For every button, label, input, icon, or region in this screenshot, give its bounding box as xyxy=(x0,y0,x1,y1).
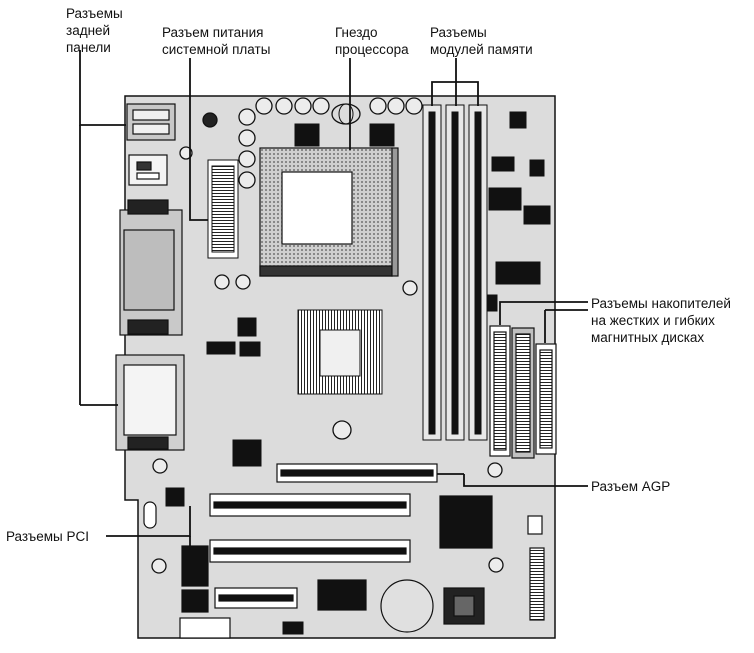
agp-slot xyxy=(276,463,438,483)
label-pci: Разъемы PCI xyxy=(6,529,89,544)
power-connector xyxy=(207,159,239,259)
capacitors xyxy=(151,97,504,574)
voltage-regulators xyxy=(232,123,395,467)
label-memory: Разъемы модулей памяти xyxy=(430,25,533,57)
label-agp: Разъем AGP xyxy=(591,479,671,494)
memory-slots xyxy=(422,104,488,441)
pci-slots xyxy=(209,493,411,609)
rear-panel-connectors xyxy=(115,103,185,451)
drive-connectors xyxy=(489,325,557,459)
label-rear-panel: Разъемы задней панели xyxy=(66,6,123,55)
northbridge xyxy=(297,309,383,395)
label-cpu-socket: Гнездо процессора xyxy=(335,25,409,57)
southbridge xyxy=(143,495,545,639)
label-drives: Разъемы накопителей на жестких и гибких … xyxy=(591,296,731,345)
leader-lines xyxy=(79,50,588,550)
cpu-socket xyxy=(259,147,399,277)
misc-chips xyxy=(165,111,551,635)
label-power: Разъем питания системной платы xyxy=(162,25,271,57)
